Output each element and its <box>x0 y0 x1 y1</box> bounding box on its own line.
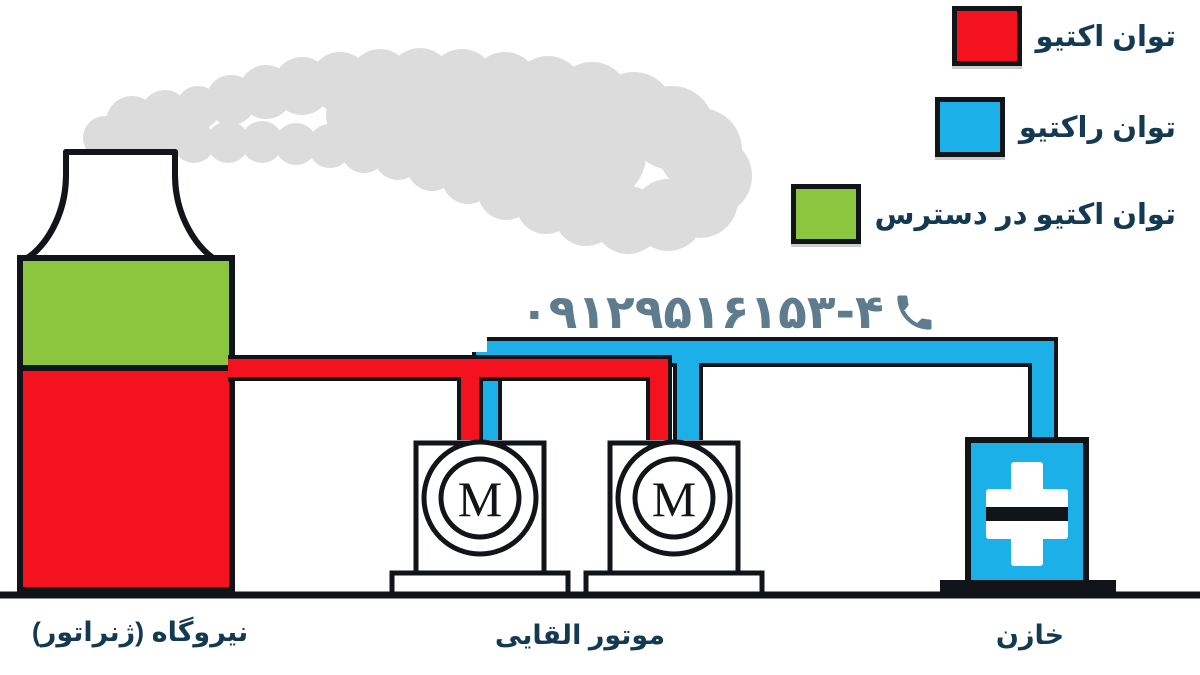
green-swatch-icon <box>790 184 861 244</box>
blue-swatch-icon <box>934 97 1005 157</box>
motor-2-symbol: M <box>652 471 696 527</box>
induction-motor-2: M <box>583 439 765 598</box>
label-power-plant: نیروگاه (ژنراتور) <box>31 617 249 647</box>
induction-motor-1: M <box>389 439 571 598</box>
legend-item-reactive-power[interactable]: توان راکتیو <box>934 97 1176 157</box>
power-plant-unit <box>17 149 235 593</box>
label-capacitor: خازن <box>995 620 1065 650</box>
available-active-power-block <box>17 255 235 371</box>
contact-phone[interactable]: ۰۹۱۲۹۵۱۶۱۵۳-۴ <box>520 285 934 340</box>
active-power-block <box>17 365 235 593</box>
reactive-power-pipe <box>472 337 1058 470</box>
legend-item-active-power[interactable]: توان اکتیو <box>951 6 1176 66</box>
capacitor-unit <box>940 437 1116 596</box>
phone-number-text: ۰۹۱۲۹۵۱۶۱۵۳-۴ <box>520 285 884 340</box>
legend-label-available-active-power: توان اکتیو در دسترس <box>874 198 1176 231</box>
active-power-pipe <box>228 355 672 440</box>
motor-1-inner-circle <box>438 456 522 540</box>
legend: توان اکتیو توان راکتیو توان اکتیو در دست… <box>0 0 1200 250</box>
legend-label-active-power: توان اکتیو <box>1035 20 1176 53</box>
legend-label-reactive-power: توان راکتیو <box>1018 111 1176 144</box>
smoke-cloud <box>83 48 752 254</box>
phone-icon <box>897 295 932 330</box>
red-swatch-icon <box>951 6 1022 66</box>
label-induction-motor: موتور القایی <box>494 620 666 650</box>
motor-2-inner-circle <box>632 456 716 540</box>
legend-item-available-active-power[interactable]: توان اکتیو در دسترس <box>790 184 1176 244</box>
capacitor-plate-line <box>986 507 1068 521</box>
motor-1-symbol: M <box>458 471 502 527</box>
